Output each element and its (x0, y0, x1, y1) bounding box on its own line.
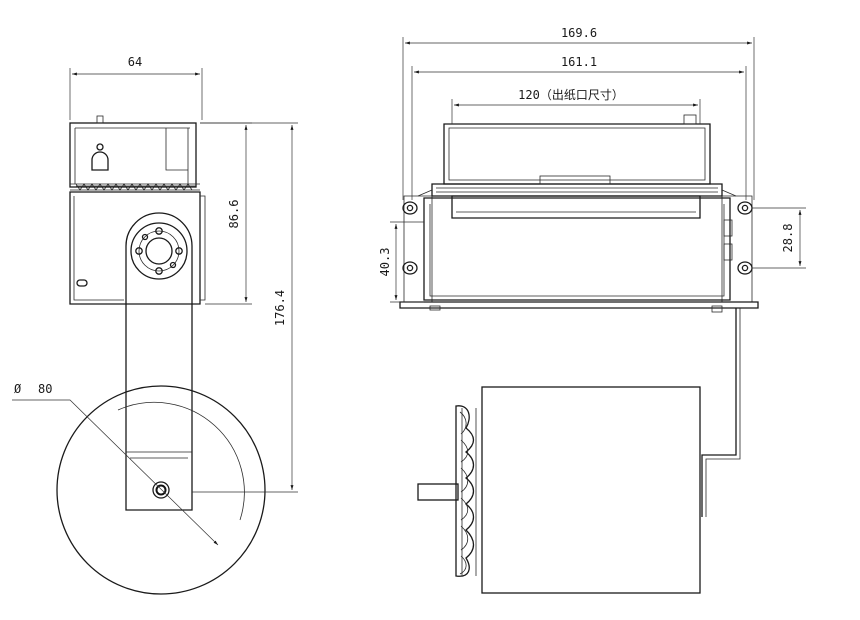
dim-height-86-6: 86.6 (227, 200, 241, 229)
side-dimensions: 64 86.6 176.4 Ø 80 (12, 55, 298, 546)
dim-width-169-6: 169.6 (561, 26, 597, 40)
dim-height-176-4: 176.4 (273, 290, 287, 326)
side-view (56, 115, 266, 595)
holder-wire (701, 308, 737, 517)
roll-knob (455, 405, 475, 577)
lock-icon (91, 151, 109, 171)
arm (125, 212, 193, 511)
front-main-body (423, 197, 731, 301)
dim-diameter-80: 80 (38, 382, 52, 396)
diameter-symbol: Ø (14, 382, 22, 396)
dim-width-161-1: 161.1 (561, 55, 597, 69)
paper-roll-front (481, 386, 701, 594)
dim-height-28-8: 28.8 (781, 224, 795, 253)
front-top-cover (443, 123, 711, 185)
dim-paper-outlet-120: 120（出纸口尺寸） (518, 88, 624, 102)
paper-roll-side (56, 385, 266, 595)
roll-axle (152, 481, 170, 499)
side-top-housing (69, 122, 197, 188)
dim-height-40-3: 40.3 (378, 248, 392, 277)
dim-width-64: 64 (128, 55, 142, 69)
paper-outlet (451, 195, 701, 219)
side-vent-slot (76, 279, 88, 287)
front-dimensions: 169.6 161.1 120（出纸口尺寸） 40.3 28.8 (378, 26, 806, 303)
front-view (399, 114, 759, 594)
front-axle (417, 483, 459, 501)
side-lower-body (69, 191, 201, 305)
hub-outer (130, 222, 188, 280)
